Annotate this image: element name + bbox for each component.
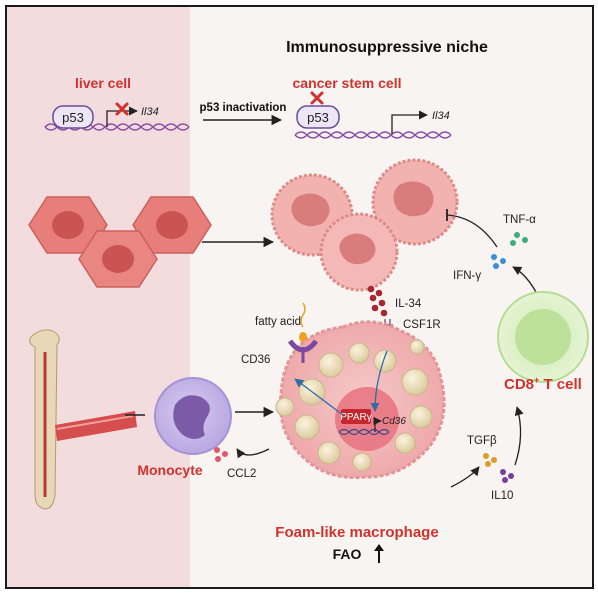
- csc-p53-box: [296, 105, 340, 129]
- il10-label: IL10: [491, 490, 513, 502]
- liver-p53-box: [52, 105, 94, 129]
- fatty-acid-label: fatty acid: [255, 316, 301, 328]
- tgfb-label: TGFβ: [467, 435, 497, 447]
- csc-dna-strand-icon: [294, 131, 452, 139]
- ifn-label: IFN-γ: [453, 270, 481, 282]
- fatty-acid-molecule: [299, 302, 307, 342]
- liver-cell-label: liver cell: [75, 75, 131, 91]
- tgfb-cytokine-cluster: [483, 453, 497, 467]
- ccl2-recruitment-arrow: [236, 448, 270, 459]
- ifn-cytokine-cluster: [491, 254, 506, 269]
- tnf-label: TNF-α: [503, 214, 536, 226]
- cd36-promoter-arrow-icon: [373, 416, 382, 432]
- monocyte-label: Monocyte: [137, 462, 203, 478]
- tnf-cytokine-cluster: [510, 232, 528, 246]
- monocyte-nucleus: [173, 395, 210, 439]
- macrophage-dna-strand-icon: [338, 428, 390, 436]
- cancer-cells: [270, 158, 459, 292]
- suppression-arrow: [514, 406, 524, 466]
- macrophage-secretion-arrow: [450, 466, 480, 488]
- diagram-canvas: Immunosuppressive niche liver cell p53 I…: [7, 7, 589, 587]
- cd36-gene-label: Cd36: [382, 416, 406, 427]
- liver-il34-gene: Il34: [141, 106, 159, 118]
- foam-macrophage-label: Foam-like macrophage: [275, 524, 438, 541]
- il34-cytokine-cluster: [367, 285, 388, 317]
- ppar-label: PPARγ: [340, 412, 372, 423]
- csf1r-signaling-arrow: [370, 350, 388, 412]
- csc-p53-label: p53: [307, 110, 329, 125]
- liver-promoter-arrow-icon: [106, 106, 138, 127]
- il10-cytokine-cluster: [500, 469, 514, 483]
- cancer-stem-cell-label: cancer stem cell: [293, 75, 402, 91]
- diagram-title: Immunosuppressive niche: [286, 39, 488, 56]
- liver-panel-background: [7, 7, 190, 587]
- csc-il34-gene: Il34: [432, 110, 450, 122]
- up-arrow-icon: [374, 544, 384, 563]
- ccl2-label: CCL2: [227, 468, 256, 480]
- lipid-droplets: [275, 339, 433, 472]
- p53-inactivation-label: p53 inactivation: [200, 102, 287, 114]
- inhibition-line: [446, 214, 498, 248]
- liver-hepatocytes: [28, 196, 212, 288]
- csf1r-label: CSF1R: [403, 319, 441, 331]
- ccl2-cytokine-cluster: [214, 447, 228, 462]
- blood-vessel-icon: [55, 411, 137, 441]
- csc-promoter-arrow-icon: [391, 110, 428, 134]
- cd36-receptor: [287, 339, 319, 363]
- liver-x-mark-icon: [115, 102, 129, 116]
- fao-label: FAO: [333, 546, 362, 562]
- cd36-expression-arrow: [294, 378, 344, 416]
- il34-label: IL-34: [395, 298, 422, 310]
- ppar-box: [341, 409, 371, 424]
- liver-p53-label: p53: [62, 110, 84, 125]
- diagram-frame: Immunosuppressive niche liver cell p53 I…: [5, 5, 594, 589]
- cd36-label: CD36: [241, 354, 270, 366]
- cd8-label: CD8+ T cell: [504, 375, 582, 393]
- cd8-t-cell-nucleus: [515, 309, 571, 365]
- bone-icon: [29, 329, 60, 510]
- csc-x-mark-icon: [310, 91, 324, 105]
